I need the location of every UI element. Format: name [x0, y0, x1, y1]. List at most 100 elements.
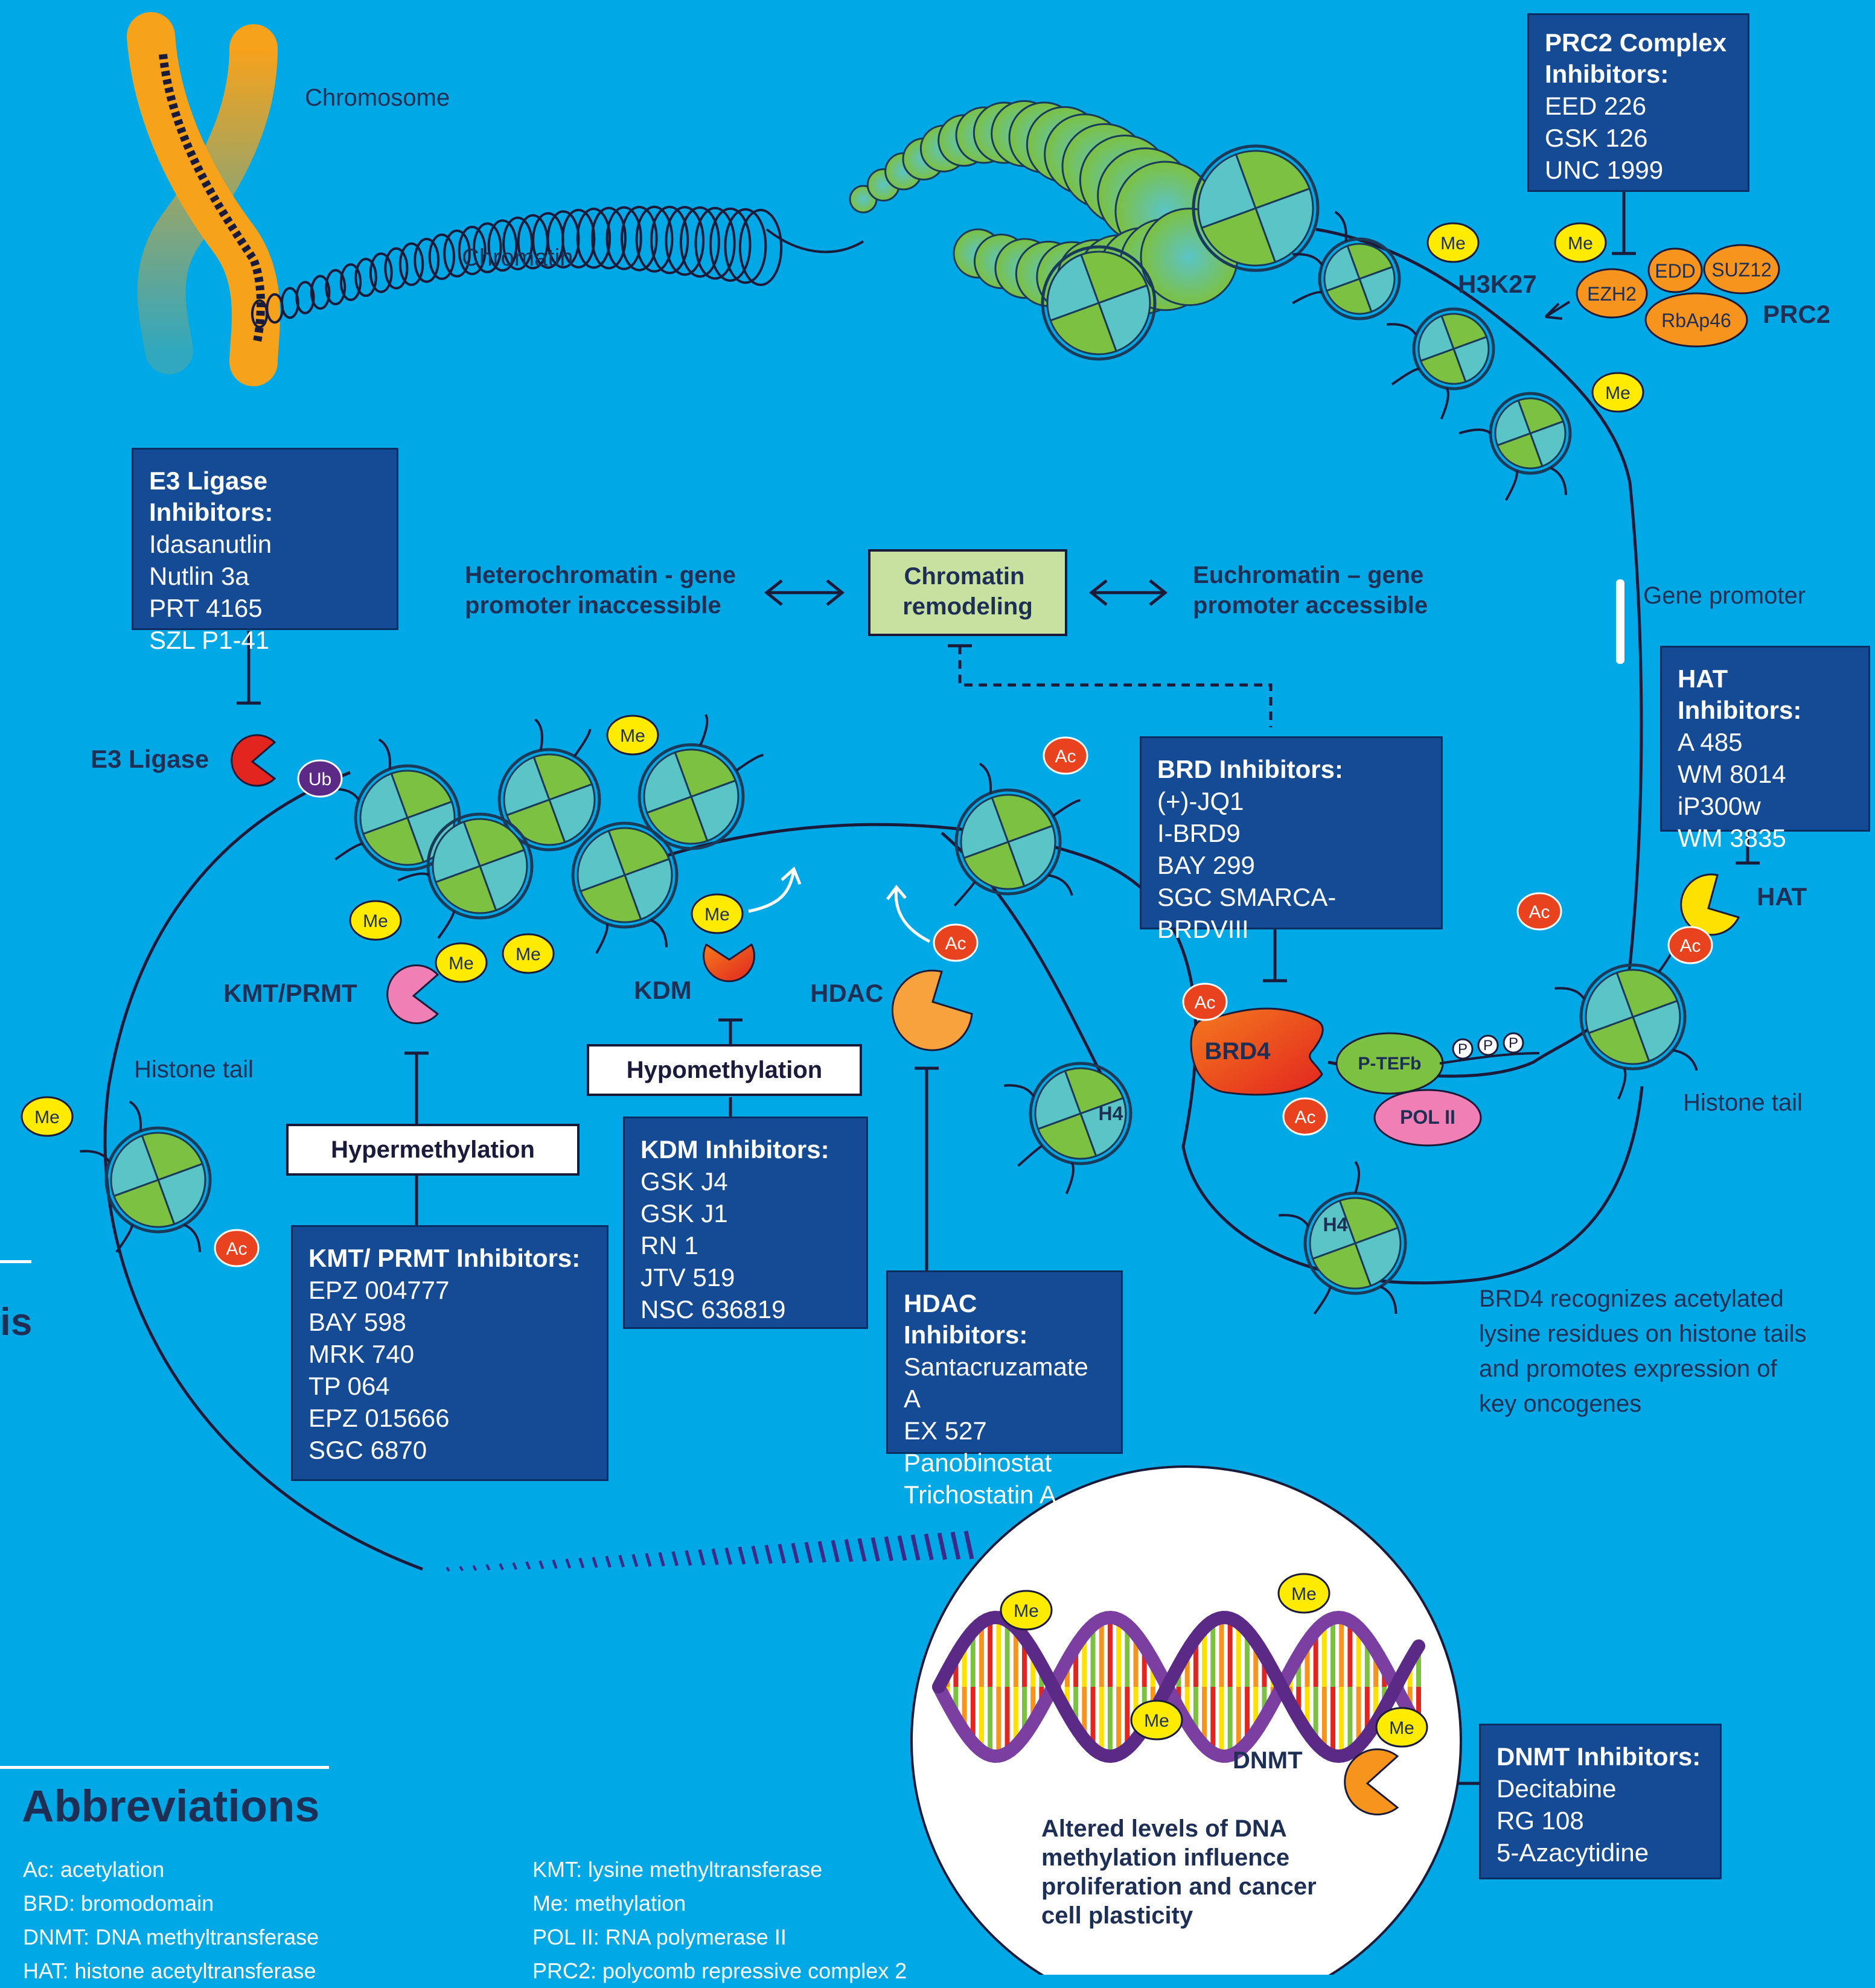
- kmt-prmt-inhibitors-title: KMT/ PRMT Inhibitors:: [308, 1244, 581, 1272]
- pol2-label: POL II: [1400, 1106, 1455, 1128]
- inhibitor-item: Panobinostat: [904, 1448, 1052, 1477]
- coil-loop: [310, 275, 331, 310]
- nucleosome: [397, 812, 534, 939]
- gene-promoter-marker: [1616, 579, 1624, 664]
- histone-tail-right-label: Histone tail: [1683, 1089, 1803, 1116]
- left-edge-partial-text: is: [0, 1300, 32, 1343]
- svg-text:Ac: Ac: [1294, 1107, 1315, 1127]
- hash-mark: [605, 1555, 612, 1568]
- rbap46: [1644, 292, 1748, 348]
- hat-inhibitors-title: HAT Inhibitors:: [1678, 664, 1802, 724]
- nucleosome: [497, 718, 601, 852]
- coil-loop: [724, 208, 767, 284]
- hash-mark: [804, 1541, 813, 1563]
- hash-mark: [645, 1553, 652, 1567]
- abbreviation-item: BRD: bromodomain: [23, 1891, 214, 1916]
- hash-mark: [618, 1555, 625, 1568]
- hash-mark: [764, 1544, 773, 1564]
- dna-note: Altered levels of DNA methylation influe…: [1041, 1815, 1323, 1929]
- hash-mark: [552, 1559, 558, 1569]
- hash-mark: [857, 1538, 867, 1562]
- hdac-shape: [891, 969, 973, 1051]
- methyl-mark: Me: [349, 900, 402, 941]
- svg-text:Me: Me: [1440, 234, 1466, 253]
- edd: [1647, 247, 1703, 293]
- kdm-inhibitors-title: KDM Inhibitors:: [640, 1135, 829, 1164]
- inhibitor-item: JTV 519: [640, 1263, 735, 1292]
- hash-mark: [446, 1566, 450, 1572]
- inhibitor-item: WM 3835: [1678, 824, 1786, 852]
- inhibitor-item: EPZ 004777: [308, 1276, 450, 1304]
- coil-loop: [576, 208, 612, 269]
- inhibitor-item: Nutlin 3a: [149, 562, 249, 590]
- kmt-prmt-label: KMT/PRMT: [223, 979, 357, 1007]
- euchromatin-label: Euchromatin – gene promoter accessible: [1193, 562, 1430, 619]
- e3-ligase-label: E3 Ligase: [91, 745, 209, 773]
- chromosome-label: Chromosome: [305, 84, 450, 111]
- h4-label: H4: [1323, 1214, 1348, 1235]
- double-arrows: [764, 579, 1168, 606]
- abbreviations-title: Abbreviations: [22, 1781, 320, 1831]
- hdac-inhibitors-title: HDAC Inhibitors:: [904, 1289, 1028, 1349]
- nucleosome: [80, 1100, 212, 1253]
- hash-mark: [658, 1552, 665, 1567]
- hash-mark: [472, 1564, 478, 1571]
- coil-loop: [738, 209, 783, 286]
- methyl-mark: Me: [606, 715, 659, 756]
- inhibitor-item: SGC SMARCA-BRDVIII: [1157, 883, 1337, 943]
- nucleosome: [1192, 144, 1320, 272]
- acetyl-mark: Ac: [214, 1229, 260, 1267]
- heterochromatin-label: Heterochromatin - gene promoter inaccess…: [465, 562, 743, 619]
- svg-text:EDD: EDD: [1655, 260, 1696, 282]
- svg-text:Ac: Ac: [1055, 747, 1076, 766]
- hat-shape: [1680, 873, 1740, 936]
- abbreviations-rule: [0, 1766, 329, 1769]
- hash-mark: [724, 1547, 733, 1565]
- inhibitor-item: TP 064: [308, 1372, 390, 1400]
- inhibitor-item: Santacruzamate A: [904, 1352, 1088, 1413]
- hash-mark: [844, 1539, 854, 1563]
- inhibitor-item: GSK 126: [1545, 124, 1648, 152]
- inhibitor-item: GSK J1: [640, 1199, 728, 1228]
- e3-ligase-shape: [231, 734, 276, 787]
- coil-loop: [384, 247, 409, 290]
- abbreviations-col2: KMT: lysine methyltransferase Me: methyl…: [532, 1853, 907, 1988]
- hash-mark: [459, 1566, 464, 1572]
- kdm-inhibitors-box: KDM Inhibitors: GSK J4 GSK J1 RN 1 JTV 5…: [623, 1117, 868, 1329]
- abbreviation-item: DNMT: DNA methyltransferase: [23, 1925, 319, 1949]
- coil-loop: [635, 205, 674, 273]
- abbreviation-item: POL II: RNA polymerase II: [532, 1925, 787, 1949]
- acetyl-mark: Ac: [1182, 983, 1228, 1021]
- hash-mark: [698, 1549, 706, 1566]
- coil-loop: [339, 263, 362, 301]
- brd-remodel-inhibition: [948, 644, 1273, 727]
- hypermethylation-label: Hypermethylation: [286, 1124, 580, 1176]
- inhibitor-item: BAY 598: [308, 1308, 406, 1336]
- brd4-shape: [1190, 1007, 1324, 1096]
- nucleosome: [1386, 307, 1495, 420]
- ptefb-label: P-TEFb: [1358, 1054, 1422, 1074]
- inhibitor-item: GSK J4: [640, 1167, 728, 1196]
- acetyl-mark: Ac: [933, 923, 979, 962]
- gene-promoter-label: Gene promoter: [1643, 582, 1806, 609]
- hash-mark: [778, 1543, 787, 1564]
- hash-mark: [631, 1553, 639, 1567]
- hypomethylation-label: Hypomethylation: [587, 1044, 862, 1096]
- svg-text:Me: Me: [1291, 1584, 1317, 1604]
- coil-loop: [428, 233, 455, 280]
- inhibitor-item: (+)-JQ1: [1157, 787, 1244, 815]
- prc2-inhibitors-title: PRC2 Complex: [1545, 28, 1727, 57]
- left-edge-rule: [0, 1260, 31, 1263]
- coil-loop: [605, 206, 642, 270]
- nucleosome: [953, 762, 1081, 907]
- svg-text:Me: Me: [1389, 1718, 1414, 1738]
- hash-mark: [937, 1532, 947, 1560]
- histone-tail-left-label: Histone tail: [134, 1056, 254, 1083]
- acetyl-mark: Ac: [1043, 736, 1088, 775]
- e3-inhibitors-title: E3 Ligase Inhibitors:: [149, 467, 273, 526]
- inhibitor-item: EX 527: [904, 1416, 987, 1445]
- methyl-mark: Me: [1375, 1707, 1428, 1748]
- svg-text:Me: Me: [1568, 234, 1593, 253]
- inhibitor-item: Idasanutlin: [149, 530, 272, 558]
- phospho-marks: P P P: [1452, 1032, 1524, 1060]
